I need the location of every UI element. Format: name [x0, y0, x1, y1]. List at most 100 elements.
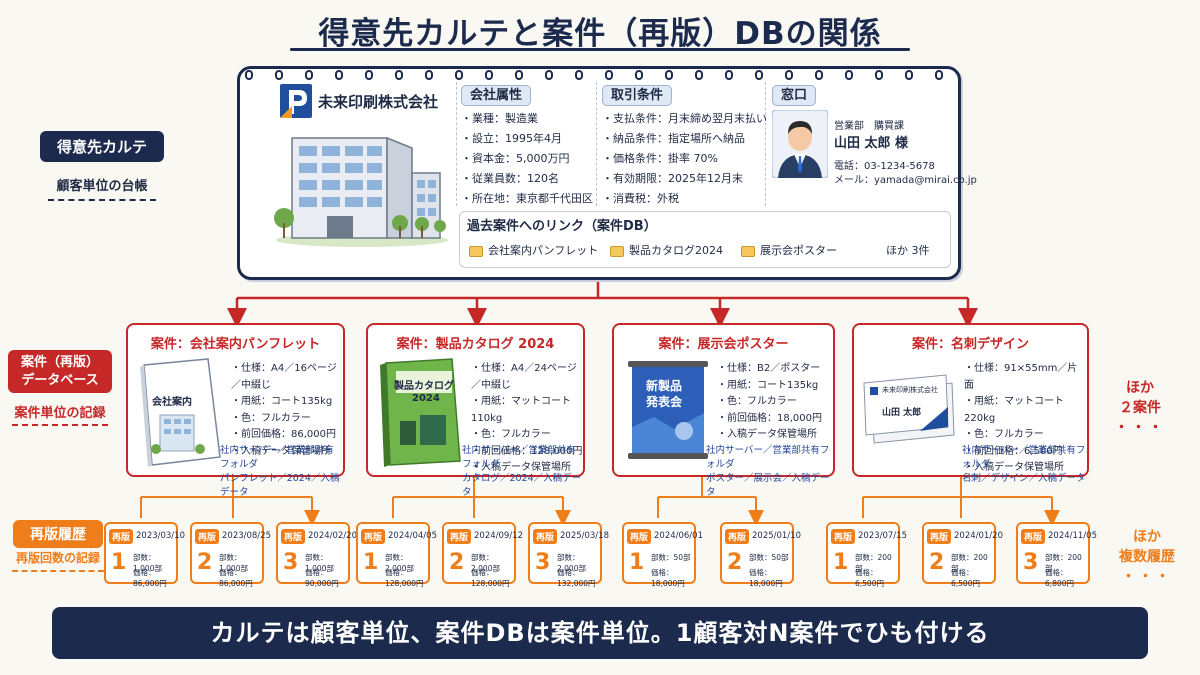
links-title: 過去案件へのリンク（案件DB） — [467, 219, 657, 234]
price-value: 86,000円 — [219, 579, 253, 588]
copies-value: 2,000部 — [557, 564, 586, 573]
price-value: 90,000円 — [305, 579, 339, 588]
price-prefix: 価格： — [471, 568, 494, 577]
db-sublabel: 案件単位の記録 — [14, 406, 106, 421]
reprint-date: 2025/03/18 — [560, 531, 609, 541]
project-card-poster[interactable]: 案件：展示会ポスター 新製品 発表会 仕様：B2／ポスター 用紙：コート135k… — [612, 323, 835, 498]
project-card-pamphlet[interactable]: 案件：会社案内パンフレット 会社案内 仕様：A4／16ページ／中綴じ 用紙：コー… — [126, 323, 345, 498]
price-value: 18,000円 — [749, 579, 783, 588]
project-card-catalog[interactable]: 案件：製品カタログ 2024 製品カタログ 2024 仕様：A4／24ページ／中… — [366, 323, 585, 498]
reprint-copies: 部数：1,000部 — [219, 552, 262, 574]
history-sublabel-underline — [12, 570, 104, 572]
spec-item: 仕様：A4／16ページ／中綴じ — [231, 361, 343, 394]
contact-phone: 電話：03-1234-5678 — [834, 161, 935, 172]
price-prefix: 価格： — [1045, 568, 1068, 577]
reprint-date: 2024/09/12 — [474, 531, 523, 541]
spec-item: 仕様：91×55mm／片面 — [964, 361, 1087, 394]
projects-more-note: ほか ２案件 ・・・ — [1110, 378, 1170, 438]
project-card-business-card[interactable]: 案件：名刺デザイン 未来印刷株式会社 山田 太郎 仕様：91×55mm／片面 用… — [852, 323, 1089, 484]
terms-title: 取引条件 — [602, 85, 673, 106]
reprint-price: 価格：6,500円 — [855, 567, 898, 589]
reprint-copies: 部数：200部 — [1045, 552, 1088, 574]
project-title: 案件：会社案内パンフレット — [150, 337, 321, 352]
company-name: 未来印刷株式会社 — [318, 93, 439, 111]
poster-text: 新製品 — [646, 379, 683, 393]
copies-prefix: 部数： — [385, 553, 408, 562]
reprint-date: 2024/02/20 — [308, 531, 357, 541]
catalog-icon — [380, 358, 461, 467]
price-prefix: 価格： — [651, 568, 674, 577]
project-link-label: 展示会ポスター — [760, 244, 837, 257]
folder-icon — [469, 245, 483, 257]
project-title: 案件：製品カタログ 2024 — [396, 337, 555, 352]
reprint-copies: 部数：2,000部 — [557, 552, 600, 574]
price-value: 128,000円 — [385, 579, 424, 588]
spec-item: 用紙：マットコート110kg — [471, 394, 583, 427]
db-label: 案件（再版） データベース — [8, 350, 112, 394]
copies-value: 200部 — [1045, 553, 1082, 573]
data-path: ポスター／展示会／入稿データ — [706, 473, 830, 498]
copies-prefix: 部数： — [305, 553, 328, 562]
more-links[interactable]: ほか 3件 — [886, 244, 930, 257]
copies-prefix: 部数： — [749, 553, 772, 562]
reprint-copies: 部数：1,000部 — [305, 552, 348, 574]
copies-value: 2,000部 — [385, 564, 414, 573]
attribute-item: 資本金：5,000万円 — [461, 149, 593, 169]
price-prefix: 価格： — [133, 568, 156, 577]
reprint-price: 価格：86,000円 — [219, 567, 262, 589]
spec-item: 色：フルカラー — [717, 394, 822, 411]
reprint-date: 2024/11/05 — [1048, 531, 1097, 541]
copies-prefix: 部数： — [855, 553, 878, 562]
spec-item: 仕様：A4／24ページ／中綴じ — [471, 361, 583, 394]
copies-prefix: 部数： — [133, 553, 156, 562]
reprint-date: 2024/04/05 — [388, 531, 437, 541]
spec-item: 用紙：コート135kg — [717, 378, 822, 395]
reprint-date: 2024/06/01 — [654, 531, 703, 541]
reprint-badge: 再版 — [725, 529, 750, 544]
reprint-badge: 再版 — [533, 529, 558, 544]
reprint-number: 2 — [449, 550, 465, 575]
reprint-date: 2025/01/10 — [752, 531, 801, 541]
project-link[interactable]: 展示会ポスター — [741, 242, 837, 258]
data-path: 社内サーバー／営業部共有フォルダ — [462, 445, 576, 470]
reprint-number: 2 — [929, 550, 945, 575]
catalog-cover-year: 2024 — [412, 393, 440, 404]
projects-more-line: ほか — [1126, 380, 1154, 396]
past-projects-links-box — [459, 211, 951, 268]
copies-value: 50部 — [771, 553, 789, 562]
data-path: パンフレット／2024／入稿データ — [220, 473, 340, 498]
attribute-item: 所在地：東京都千代田区 — [461, 189, 593, 209]
data-path: 社内サーバー／営業部共有フォルダ — [962, 445, 1086, 470]
db-sublabel-underline — [12, 424, 108, 426]
reprint-price: 価格：90,000円 — [305, 567, 348, 589]
attribute-item: 設立：1995年4月 — [461, 129, 593, 149]
contact-email[interactable]: メール：yamada@mirai.co.jp — [834, 175, 977, 186]
folder-icon — [741, 245, 755, 257]
project-link[interactable]: 会社案内パンフレット — [469, 242, 598, 258]
project-link[interactable]: 製品カタログ2024 — [610, 242, 723, 258]
office-building-icon — [274, 136, 448, 247]
reprint-copies: 部数：50部 — [651, 552, 691, 563]
price-prefix: 価格： — [951, 568, 974, 577]
reprint-badge: 再版 — [281, 529, 306, 544]
spec-item: 前回価格：18,000円 — [717, 411, 822, 428]
reprint-price: 価格：128,000円 — [385, 567, 428, 589]
price-value: 6,500円 — [855, 579, 884, 588]
projects-more-line: ２案件 — [1119, 400, 1161, 416]
attributes-title: 会社属性 — [461, 85, 532, 106]
karte-divider — [456, 82, 457, 206]
contact-person-avatar — [772, 110, 828, 178]
copies-value: 1,000部 — [133, 564, 162, 573]
copies-prefix: 部数： — [219, 553, 242, 562]
